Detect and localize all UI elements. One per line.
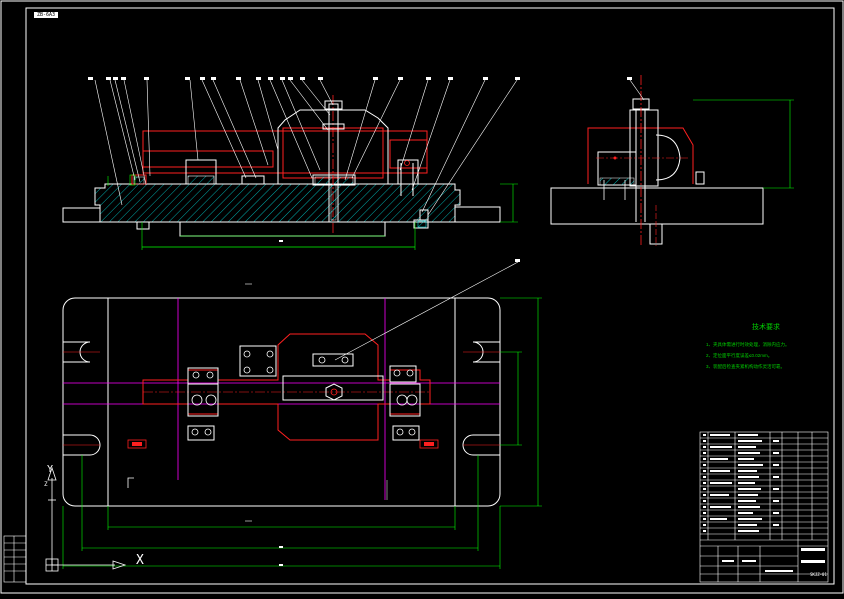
inner-frame <box>25 7 835 585</box>
side-block-hatch <box>599 177 635 186</box>
drawing-code-tag: ZB-6A3 <box>34 12 59 18</box>
technical-requirements-title: 技术要求 <box>752 323 780 331</box>
plan-base-outline <box>62 297 501 507</box>
section-mark-right <box>419 439 439 449</box>
v-block-left-hatch <box>187 175 215 185</box>
plan-dimensions <box>62 297 542 569</box>
front-section-view <box>62 77 520 250</box>
right-foot-key-fill <box>417 220 427 228</box>
left-lug <box>62 207 101 223</box>
u-slot-centerlines <box>63 351 500 446</box>
drawing-number: SKJZ-01 <box>810 572 827 577</box>
title-block <box>699 431 829 583</box>
left-foot-key <box>136 221 150 230</box>
ucs-axis-icon <box>45 466 127 572</box>
plan-centerlines <box>63 298 500 500</box>
section-mark-left <box>127 439 147 449</box>
side-leader <box>629 79 645 101</box>
plan-leader <box>334 261 519 361</box>
side-view <box>550 75 794 246</box>
axis-y-label: Y <box>47 464 54 475</box>
u-slots <box>63 341 500 456</box>
leader-lines <box>94 79 518 216</box>
right-lug <box>454 206 501 223</box>
technical-note-2: 2、定位面平行度误差≤0.02mm。 <box>706 353 773 358</box>
bolt-shank-hatch <box>330 184 337 221</box>
side-pin <box>695 171 705 185</box>
side-clamp-arm <box>629 109 659 187</box>
bom-rows <box>700 437 828 541</box>
leader-balloons <box>88 77 520 80</box>
locating-block-hatch <box>314 176 354 185</box>
axis-z-label: Z <box>44 481 48 488</box>
clamp-body <box>277 109 389 184</box>
bom-text-placeholders <box>703 434 825 572</box>
screw-left <box>241 175 265 185</box>
side-journal-arc <box>655 134 681 181</box>
plan-support-blocks <box>187 345 421 441</box>
support-right-dot <box>404 160 410 166</box>
binding-margin-table <box>3 535 27 583</box>
clamp-bolt <box>328 103 339 223</box>
plan-hex-nut <box>325 383 343 401</box>
workpiece-journal-right <box>389 139 428 169</box>
top-plan-view <box>62 240 542 569</box>
bottom-relief <box>179 221 386 237</box>
plan-bolt-heads <box>191 350 418 436</box>
axis-x-label: X <box>136 553 144 568</box>
side-clamp-body <box>587 127 694 184</box>
bolt-nut <box>324 100 343 110</box>
base-plate-hatched <box>94 183 461 223</box>
technical-note-3: 3、装配后检查夹紧机构动作灵活可靠。 <box>706 364 786 369</box>
plan-crankshaft <box>142 333 431 441</box>
side-base <box>550 187 764 225</box>
workpiece-journal-left <box>142 150 274 168</box>
technical-note-1: 1、夹具体需进行时效处理，消除内应力。 <box>706 342 790 347</box>
bolt-washer <box>322 123 345 130</box>
